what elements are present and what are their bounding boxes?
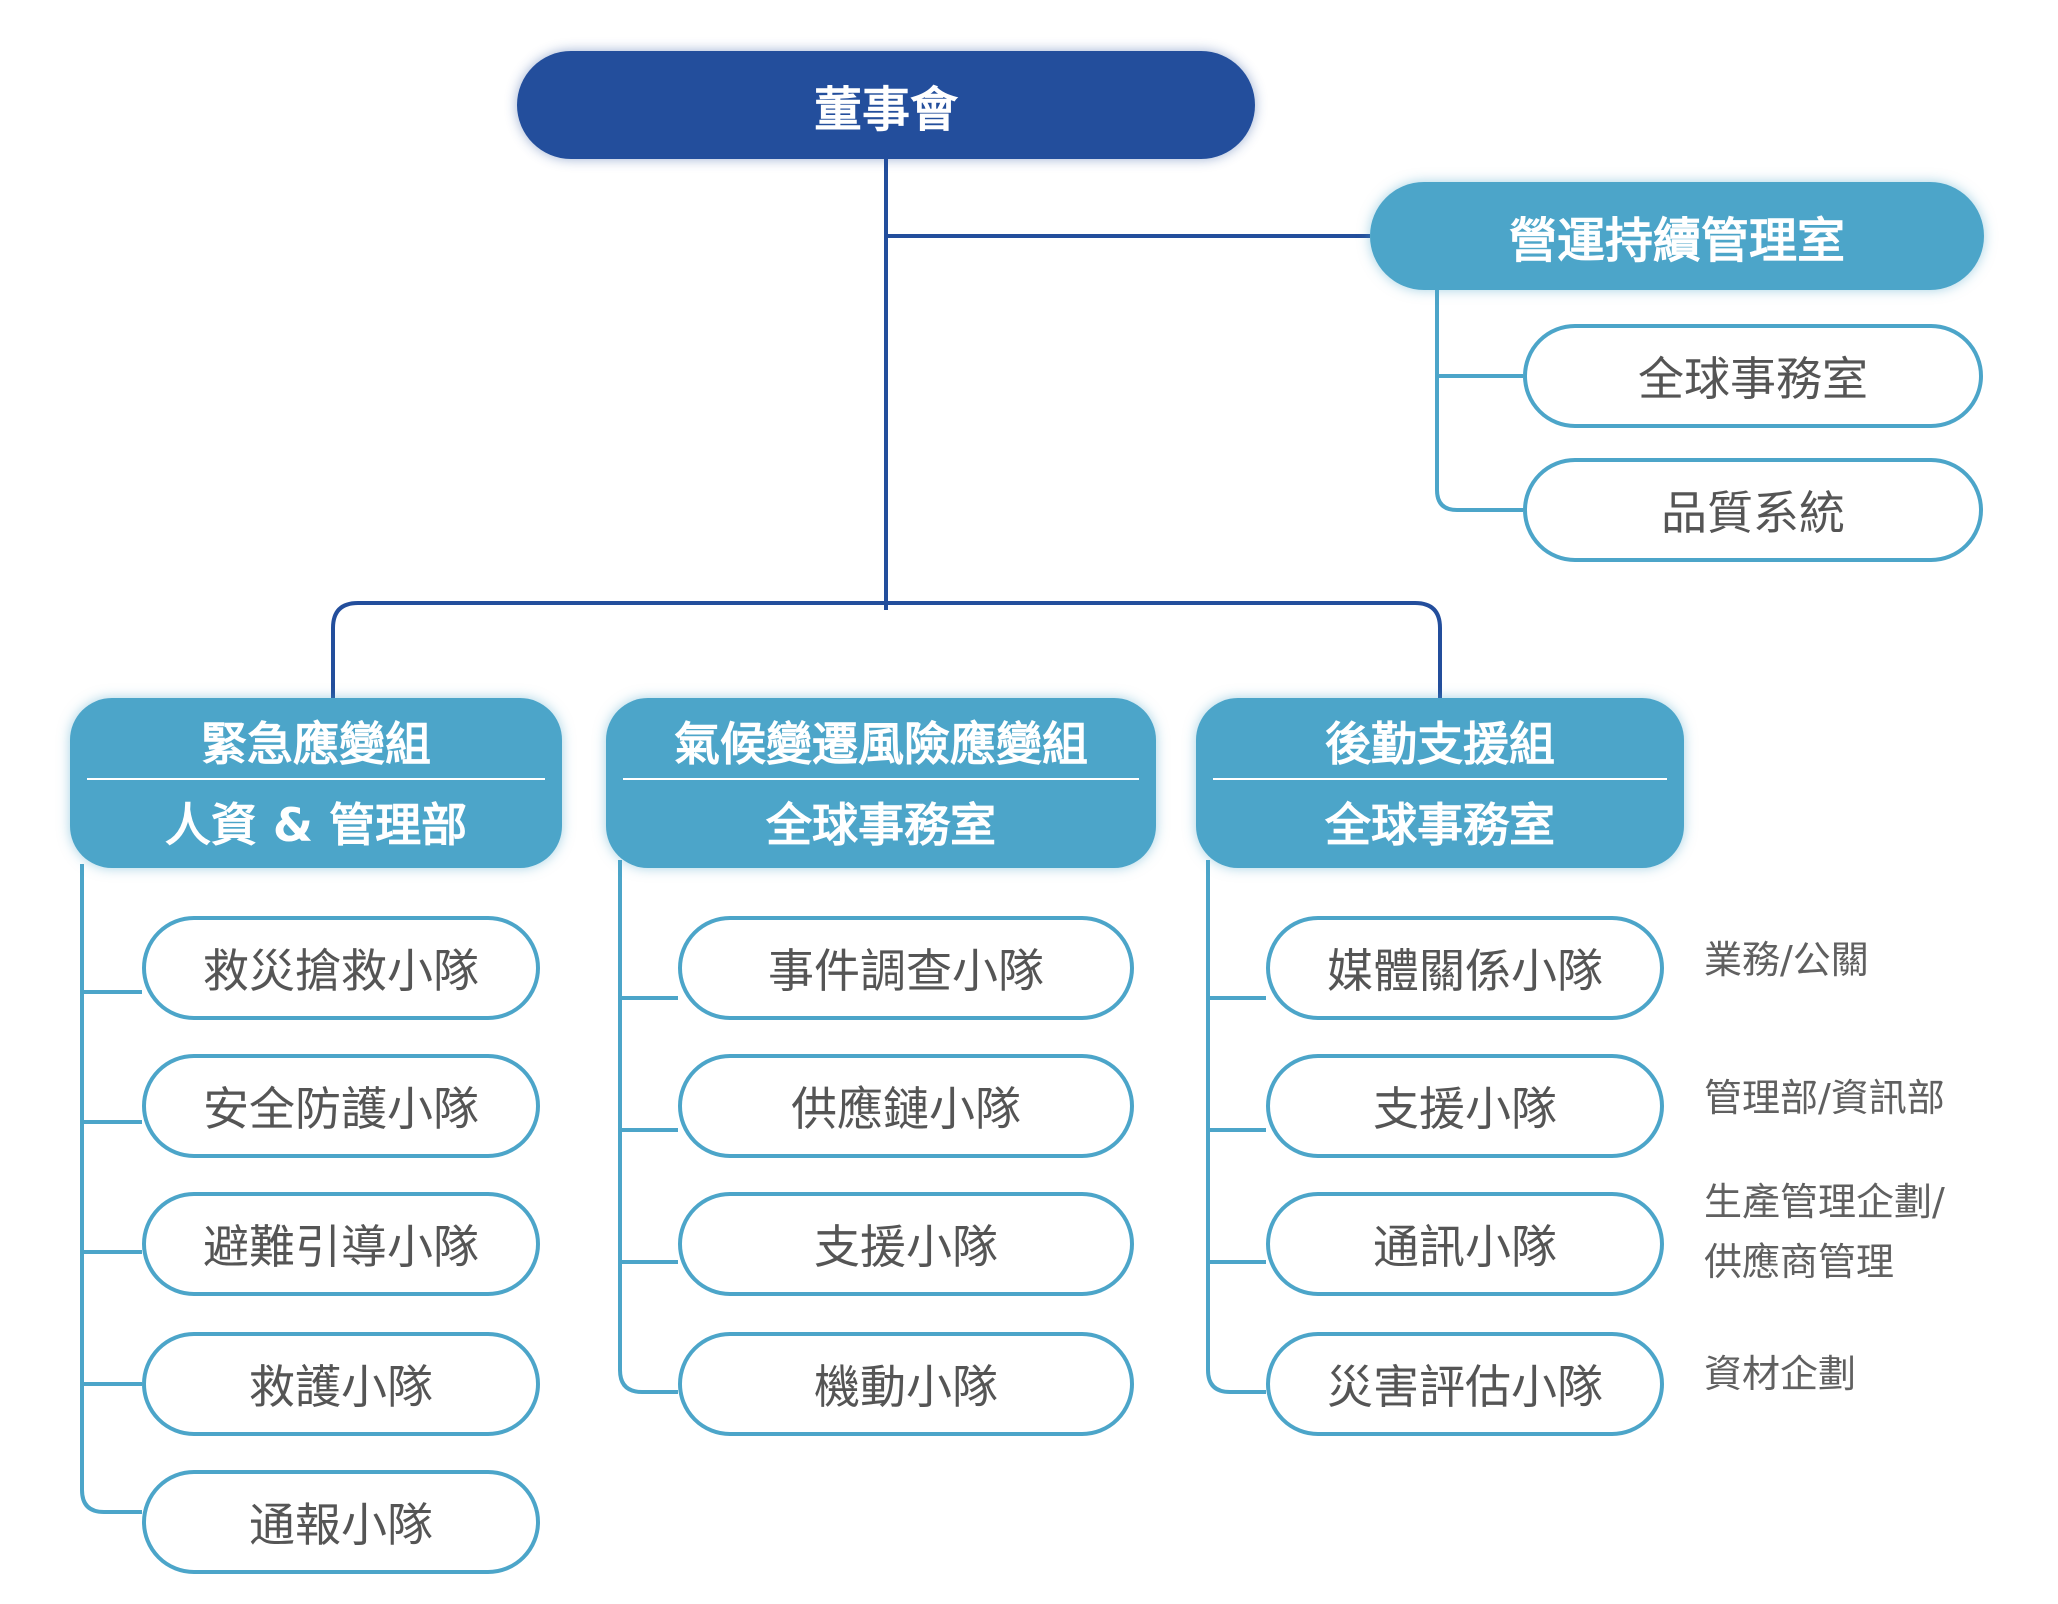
team-label: 支援小隊 — [1373, 1082, 1557, 1136]
team-note: 管理部/資訊部 — [1704, 1068, 1945, 1128]
group-subtitle: 人資 & 管理部 — [164, 798, 468, 852]
team-node: 事件調查小隊 — [678, 916, 1134, 1020]
group-subtitle: 全球事務室 — [766, 798, 996, 852]
team-node: 支援小隊 — [678, 1192, 1134, 1296]
team-label: 機動小隊 — [814, 1360, 998, 1414]
board-of-directors-node: 董事會 — [517, 51, 1255, 159]
group-bus-line — [331, 601, 1442, 698]
group-title: 緊急應變組 — [201, 717, 431, 771]
team-label: 媒體關係小隊 — [1327, 944, 1603, 998]
team-node: 救災搶救小隊 — [142, 916, 540, 1020]
team-label: 安全防護小隊 — [203, 1082, 479, 1136]
bcm-children-line — [1435, 290, 1523, 512]
board-of-directors-label: 董事會 — [813, 82, 958, 138]
team-note: 生產管理企劃/ 供應商管理 — [1704, 1172, 1945, 1292]
team-label: 供應鏈小隊 — [791, 1082, 1021, 1136]
team-label: 救災搶救小隊 — [203, 944, 479, 998]
team-label: 通訊小隊 — [1373, 1220, 1557, 1274]
group3-team-line — [1206, 860, 1266, 1394]
bcm-child-label: 品質系統 — [1661, 486, 1845, 540]
group-node: 氣候變遷風險應變組 全球事務室 — [606, 698, 1156, 868]
group-node: 後勤支援組 全球事務室 — [1196, 698, 1684, 868]
group1-team-line — [80, 864, 142, 1514]
team-label: 事件調查小隊 — [768, 944, 1044, 998]
team-note: 業務/公關 — [1704, 930, 1869, 990]
team-node: 通訊小隊 — [1266, 1192, 1664, 1296]
team-node: 救護小隊 — [142, 1332, 540, 1436]
team-note-line: 生產管理企劃/ — [1704, 1180, 1945, 1224]
group-subtitle: 全球事務室 — [1325, 798, 1555, 852]
team-node: 供應鏈小隊 — [678, 1054, 1134, 1158]
team-node: 通報小隊 — [142, 1470, 540, 1574]
group-node: 緊急應變組 人資 & 管理部 — [70, 698, 562, 868]
team-label: 支援小隊 — [814, 1220, 998, 1274]
group-divider — [87, 778, 545, 780]
team-note-line: 資材企劃 — [1704, 1352, 1857, 1396]
team-node: 安全防護小隊 — [142, 1054, 540, 1158]
group-divider — [623, 778, 1139, 780]
bcm-child-label: 全球事務室 — [1638, 352, 1868, 406]
team-label: 災害評估小隊 — [1327, 1360, 1603, 1414]
bcm-office-label: 營運持續管理室 — [1508, 213, 1845, 269]
team-node: 支援小隊 — [1266, 1054, 1664, 1158]
team-label: 救護小隊 — [249, 1360, 433, 1414]
group2-team-line — [618, 860, 678, 1394]
team-node: 災害評估小隊 — [1266, 1332, 1664, 1436]
bcm-child-node: 品質系統 — [1523, 458, 1983, 562]
team-note-line: 管理部/資訊部 — [1704, 1076, 1945, 1120]
team-node: 避難引導小隊 — [142, 1192, 540, 1296]
group-title: 後勤支援組 — [1325, 717, 1555, 771]
group-title: 氣候變遷風險應變組 — [674, 717, 1088, 771]
team-node: 機動小隊 — [678, 1332, 1134, 1436]
bcm-child-node: 全球事務室 — [1523, 324, 1983, 428]
team-node: 媒體關係小隊 — [1266, 916, 1664, 1020]
team-label: 避難引導小隊 — [203, 1220, 479, 1274]
team-note-line: 業務/公關 — [1704, 938, 1869, 982]
team-note-line: 供應商管理 — [1704, 1240, 1895, 1284]
group-divider — [1213, 778, 1667, 780]
bcm-office-node: 營運持續管理室 — [1370, 182, 1984, 290]
team-label: 通報小隊 — [249, 1498, 433, 1552]
team-note: 資材企劃 — [1704, 1344, 1856, 1404]
